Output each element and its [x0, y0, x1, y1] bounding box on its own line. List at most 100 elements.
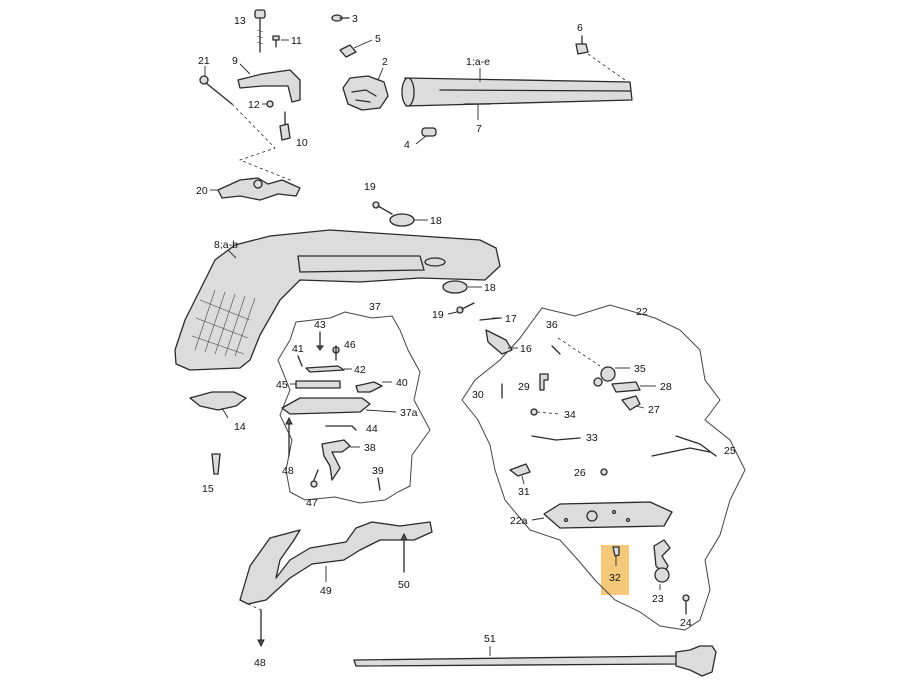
part-28-bridle — [611, 381, 656, 393]
label-11: 11 — [291, 35, 302, 47]
part-31-sear — [509, 463, 531, 485]
label-34: 34 — [564, 409, 576, 421]
label-14: 14 — [234, 421, 246, 433]
label-22a: 22a — [510, 515, 528, 527]
part-40-lever — [355, 381, 392, 393]
part-46-screw — [332, 345, 340, 361]
part-15-cone — [211, 453, 221, 475]
label-10: 10 — [296, 137, 308, 149]
label-29: 29 — [518, 381, 530, 393]
part-19-screw-upper — [372, 201, 393, 215]
label-19-lower: 19 — [432, 309, 444, 321]
label-26: 26 — [574, 467, 586, 479]
label-38: 38 — [364, 442, 376, 454]
part-1-barrel — [401, 68, 633, 107]
part-20-trigger-bar — [210, 177, 301, 201]
part-13-screw — [254, 9, 266, 53]
part-38-trigger — [321, 439, 360, 481]
label-50: 50 — [398, 579, 410, 591]
label-20: 20 — [196, 185, 208, 197]
label-27: 27 — [648, 404, 660, 416]
label-2: 2 — [382, 56, 388, 68]
label-41: 41 — [292, 343, 304, 355]
part-4-plug — [415, 127, 437, 145]
part-35-tumbler — [593, 366, 630, 387]
label-24: 24 — [680, 617, 692, 629]
part-9-hammer — [237, 63, 301, 103]
label-48-upper: 48 — [282, 465, 294, 477]
part-24-screw — [682, 594, 690, 615]
label-12: 12 — [248, 99, 260, 111]
part-2-breech-block — [342, 67, 389, 111]
dashed-assembly-line-21 — [231, 103, 292, 191]
part-11-screw — [272, 35, 289, 48]
label-22: 22 — [636, 306, 648, 318]
part-51-ramrod — [353, 645, 717, 677]
label-35: 35 — [634, 363, 646, 375]
part-6-sight — [575, 35, 589, 55]
label-42: 42 — [354, 364, 366, 376]
label-8: 8;a-b — [214, 239, 238, 251]
label-17: 17 — [505, 313, 517, 325]
part-19-screw-lower — [447, 302, 475, 315]
part-36-pin — [551, 337, 601, 367]
label-31: 31 — [518, 486, 530, 498]
part-42-spring — [305, 365, 352, 373]
part-22a-lockplate — [531, 501, 673, 529]
part-25-mainspring — [651, 435, 717, 457]
label-7: 7 — [476, 123, 482, 135]
part-49-trigger-guard — [239, 521, 433, 605]
label-33: 33 — [586, 432, 598, 444]
label-51: 51 — [484, 633, 496, 645]
part-26-screw — [600, 468, 608, 476]
label-18-lower: 18 — [484, 282, 496, 294]
label-21: 21 — [198, 55, 210, 67]
part-21-pin — [199, 66, 233, 105]
part-33-spring — [531, 435, 581, 441]
label-30: 30 — [472, 389, 484, 401]
label-47: 47 — [306, 497, 318, 509]
label-5: 5 — [375, 33, 381, 45]
label-4: 4 — [404, 139, 410, 151]
part-50-screw — [400, 532, 408, 573]
part-47-screw — [310, 469, 319, 488]
part-12-screw — [262, 100, 274, 108]
stock-checkering — [191, 289, 256, 357]
group-outline-37 — [277, 311, 431, 504]
label-32: 32 — [609, 572, 621, 584]
label-3: 3 — [352, 13, 358, 25]
part-43-screw — [316, 331, 324, 351]
part-18-escutcheon-upper — [389, 213, 428, 227]
part-17-pin — [479, 317, 502, 321]
part-32-screw — [612, 546, 620, 566]
part-23-hammer — [653, 539, 671, 590]
part-16-wedge — [485, 329, 518, 355]
part-18-escutcheon-lower — [442, 280, 482, 294]
part-41-pin — [297, 355, 303, 367]
part-3-screw — [331, 14, 350, 22]
part-44-spring — [325, 425, 357, 431]
label-44: 44 — [366, 423, 378, 435]
label-25: 25 — [724, 445, 736, 457]
part-39-pin — [377, 477, 381, 491]
part-37a-lockplate — [281, 397, 397, 415]
label-16: 16 — [520, 343, 532, 355]
label-13: 13 — [234, 15, 246, 27]
label-19-upper: 19 — [364, 181, 376, 193]
part-48-screw-upper — [285, 416, 293, 457]
label-18-upper: 18 — [430, 215, 442, 227]
label-36: 36 — [546, 319, 558, 331]
label-6: 6 — [577, 22, 583, 34]
label-37: 37 — [369, 301, 381, 313]
label-1: 1;a-e — [466, 56, 490, 68]
label-43: 43 — [314, 319, 326, 331]
label-28: 28 — [660, 381, 672, 393]
part-10-pin — [279, 111, 291, 141]
label-40: 40 — [396, 377, 408, 389]
label-48-lower: 48 — [254, 657, 266, 669]
part-48-screw-lower — [247, 603, 265, 648]
part-34-screw — [530, 408, 561, 416]
part-14-cap — [189, 391, 247, 419]
label-45: 45 — [276, 379, 288, 391]
label-46: 46 — [344, 339, 356, 351]
